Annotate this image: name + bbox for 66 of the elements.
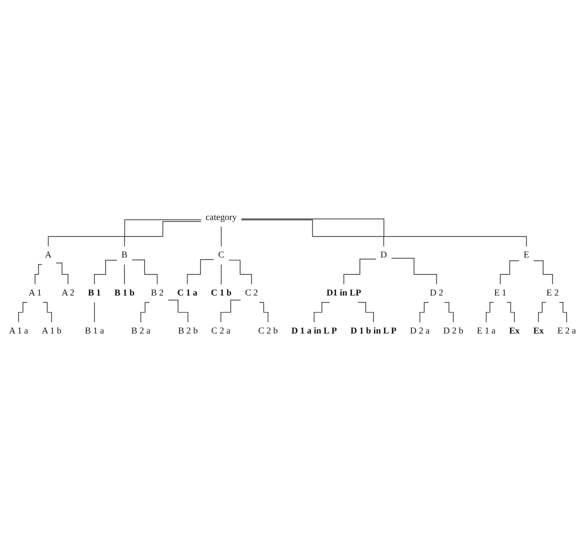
node-text: E 2 xyxy=(546,288,559,298)
node-text: B 2 b xyxy=(178,326,198,336)
connector xyxy=(186,258,214,284)
node-text: D1 in LP xyxy=(326,288,362,298)
node-text: C 1 a xyxy=(177,288,198,298)
connector xyxy=(168,299,188,322)
connector xyxy=(314,302,330,322)
node-text: B xyxy=(121,250,128,260)
node-text: C 1 b xyxy=(210,288,232,298)
connector xyxy=(140,302,150,322)
node-text: B 1 b xyxy=(114,288,135,298)
connector xyxy=(259,302,268,322)
connector xyxy=(34,264,42,284)
connector xyxy=(228,259,252,284)
node-text: B 1 a xyxy=(84,326,104,336)
node-text: D 1 b in L P xyxy=(350,326,396,336)
node-text: Ex xyxy=(533,326,544,336)
node-text: B 2 xyxy=(150,288,164,298)
connector xyxy=(343,258,376,284)
connector xyxy=(124,220,202,246)
node-text: D 1 a in L P xyxy=(291,326,337,336)
connector xyxy=(220,264,222,284)
connector xyxy=(240,218,527,246)
node-text: B 2 a xyxy=(131,326,150,336)
node-text: D 2 xyxy=(430,288,444,298)
connector xyxy=(558,302,568,322)
connector xyxy=(444,302,454,322)
connector xyxy=(240,219,384,246)
tree-diagram: category A B C D E A 1 A 2 B 1 B 1 b B 2 C 1 a C 1 b C 2 D1 in LP D 2 E 1 E 2 A 1 a A 1 b B 1 a B 2 a B 2 b C 2 a C 2 b D 1 a in L P D 1 b in L P D 2 a D 2 b E 1 a Ex Ex E 2 a xyxy=(0,204,585,344)
connector xyxy=(94,259,118,284)
connector xyxy=(506,302,515,322)
node-text: E 1 xyxy=(494,288,506,298)
node-text: E xyxy=(524,250,530,260)
connector xyxy=(124,264,125,284)
node-text: A 1 a xyxy=(9,326,28,336)
node-text: C 2 xyxy=(245,288,258,298)
connector xyxy=(220,299,241,322)
connector xyxy=(94,302,95,322)
node-text: B 1 xyxy=(88,288,101,298)
connector xyxy=(18,302,28,322)
connector xyxy=(132,259,158,284)
node-text: E 1 a xyxy=(476,326,496,336)
connector xyxy=(419,302,429,322)
connector xyxy=(538,302,546,322)
connector xyxy=(48,218,202,246)
connector xyxy=(358,302,374,322)
node-text: A 1 b xyxy=(42,326,62,336)
node-text: A 2 xyxy=(62,288,74,298)
node-text: C 2 b xyxy=(258,326,278,336)
connector xyxy=(220,226,222,246)
connector xyxy=(42,302,52,322)
connector xyxy=(500,260,520,284)
node-text: D 2 b xyxy=(443,326,464,336)
node-text: Ex xyxy=(509,326,520,336)
node-text: D 2 a xyxy=(410,326,430,336)
node-text: D xyxy=(380,250,387,260)
node-text: A 1 xyxy=(28,288,42,298)
node-text: A xyxy=(45,250,52,260)
node-text: E 2 a xyxy=(557,326,576,336)
node-text: category xyxy=(206,212,237,222)
connector xyxy=(391,257,437,284)
connector xyxy=(533,260,553,284)
node-text: C xyxy=(218,250,224,260)
connector xyxy=(486,302,494,322)
node-text: C 2 a xyxy=(211,326,230,336)
connector xyxy=(56,262,68,284)
